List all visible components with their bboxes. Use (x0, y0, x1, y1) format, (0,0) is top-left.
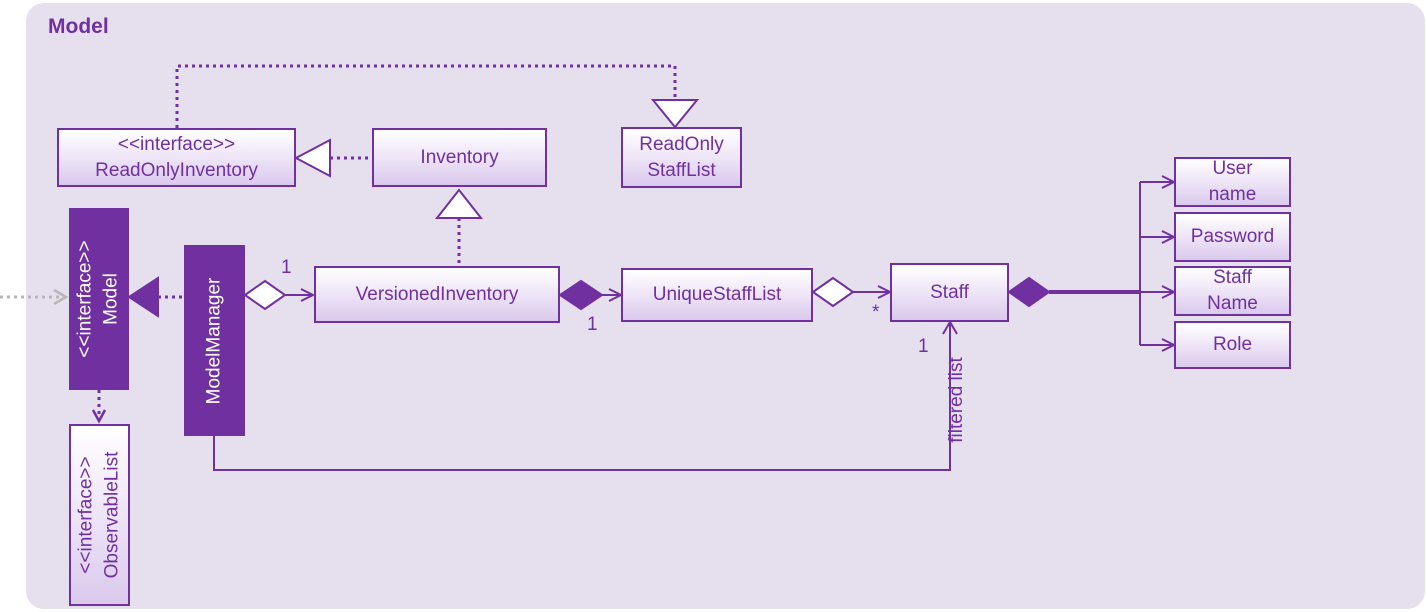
class-name: Model (101, 273, 123, 325)
class-password: Password (1174, 212, 1291, 262)
class-username: User name (1174, 157, 1291, 207)
class-name-line1: Staff (1213, 267, 1252, 288)
multiplicity-manager-filtered: 1 (918, 336, 929, 357)
class-observablelist: <<interface>> ObservableList (69, 424, 130, 606)
class-modelmanager: ModelManager (184, 245, 245, 436)
filtered-list-association (213, 320, 958, 471)
inventory-realizes-readonlyinventory (293, 138, 372, 178)
package-title: Model (48, 15, 109, 38)
aggregation-manager-versioned (243, 279, 316, 311)
class-readonlyinventory: <<interface>> ReadOnlyInventory (57, 128, 296, 187)
filtered-list-label: filtered list (945, 357, 967, 443)
class-name: ModelManager (203, 277, 225, 404)
multiplicity-manager-versioned: 1 (281, 257, 292, 278)
class-role: Role (1174, 321, 1291, 369)
class-staffname: Staff Name (1174, 266, 1291, 316)
class-name-line1: ReadOnly (639, 133, 724, 155)
stereotype-label: <<interface>> (117, 133, 236, 155)
class-versionedinventory: VersionedInventory (314, 266, 560, 323)
class-name-line2: Name (1207, 293, 1258, 314)
class-name: VersionedInventory (355, 283, 519, 305)
class-readonlystafflist: ReadOnly StaffList (621, 127, 742, 188)
multiplicity-unique-staff: * (872, 302, 880, 323)
multiplicity-versioned-unique: 1 (587, 314, 598, 335)
class-staff: Staff (890, 263, 1009, 322)
composition-versioned-unique (558, 279, 624, 311)
stereotype-label: <<interface>> (75, 456, 97, 574)
class-label-rotated: ModelManager (202, 277, 228, 404)
class-name-line2: StaffList (647, 159, 716, 181)
incoming-dependency-arrow (0, 288, 69, 306)
readonlyinventory-to-readonlystafflist (175, 64, 700, 129)
modelmanager-realizes-model (127, 276, 184, 318)
class-name: UniqueStaffList (652, 284, 782, 305)
class-name-line1: User (1212, 158, 1253, 179)
class-name: ReadOnlyInventory (95, 159, 258, 181)
class-label-rotated: <<interface>> Model (73, 240, 125, 357)
class-uniquestafflist: UniqueStaffList (621, 268, 813, 322)
stereotype-label: <<interface>> (75, 240, 97, 358)
class-name-line2: name (1208, 184, 1257, 205)
class-model: <<interface>> Model (69, 208, 129, 390)
class-name: Staff (930, 281, 969, 303)
class-name: Role (1212, 334, 1253, 355)
class-name: Inventory (420, 146, 499, 168)
class-name: ObservableList (101, 451, 123, 579)
class-label-rotated: <<interface>> ObservableList (74, 452, 126, 579)
class-inventory: Inventory (372, 128, 547, 187)
model-depends-on-observablelist (91, 390, 107, 424)
versioned-realizes-inventory (434, 188, 484, 266)
composition-staff-attributes (1007, 175, 1177, 352)
class-name: Password (1190, 226, 1275, 247)
